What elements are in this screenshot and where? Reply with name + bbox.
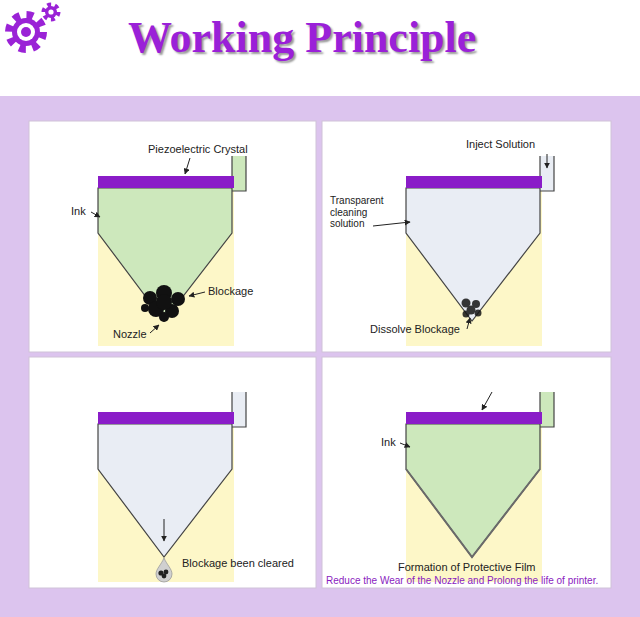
print-head [406, 392, 554, 582]
part-label: Blockage been cleared [182, 557, 294, 570]
print-head [98, 392, 246, 582]
part-label: Dissolve Blockage [370, 323, 460, 336]
part-label: Blockage [208, 285, 253, 298]
dissolving-blob [462, 299, 482, 318]
panel [29, 121, 316, 352]
part-label: Formation of Protective Film [398, 561, 536, 574]
panel [322, 121, 611, 352]
panel [29, 357, 316, 588]
header-ground [0, 0, 640, 96]
part-label: Ink [71, 205, 86, 218]
part-label: Nozzle [113, 328, 147, 341]
part-label: Ink [381, 436, 396, 449]
print-head [406, 156, 554, 346]
protective-film [406, 469, 540, 557]
part-label: Reduce the Wear of the Nozzle and Prolon… [326, 575, 608, 587]
blockage-blob [141, 285, 185, 322]
leader-line [91, 154, 547, 541]
part-label: Piezoelectric Crystal [148, 143, 248, 156]
print-head [98, 156, 246, 346]
part-label: Transparent cleaning solution [330, 195, 392, 230]
part-label: Inject Solution [466, 138, 535, 151]
page-title: Working Principle [128, 12, 476, 63]
ink-drop [156, 558, 172, 582]
panel-ground [0, 96, 640, 617]
panel [322, 357, 611, 588]
gear-icon [9, 5, 58, 49]
